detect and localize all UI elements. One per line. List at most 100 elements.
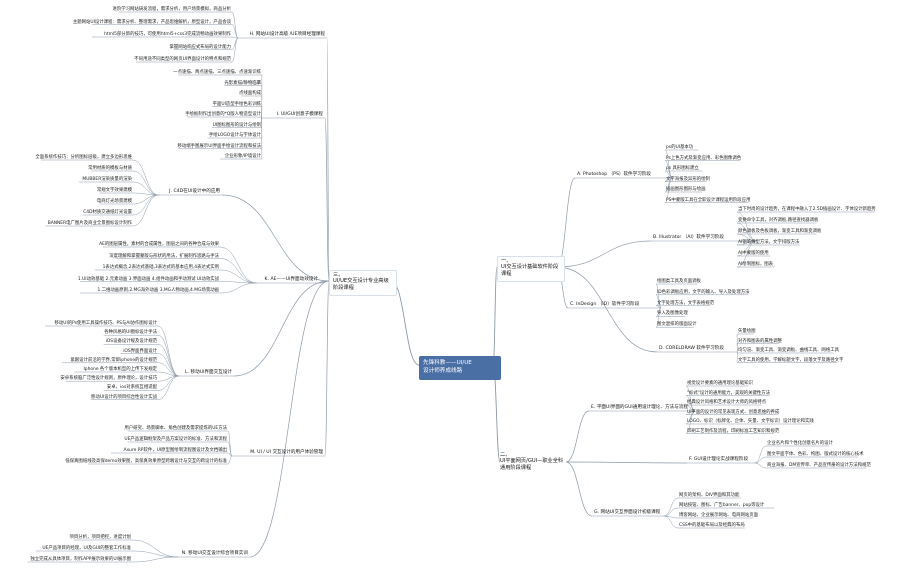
leaf-i-4[interactable]: 平面UI造型手绘色彩训练 [212,101,261,107]
leaf-j-5[interactable]: 电商灯光场景建模 [96,199,132,204]
leaf-n-1[interactable]: 项目分析，项目把控，进度计划 [69,535,131,540]
leaf-b-6[interactable]: AI绘制图标，图表 [738,262,774,267]
leaf-a-4[interactable]: 文字海报及异形的绘制 [666,176,710,182]
leaf-e-4[interactable]: UI平面的设计的常见表现方式、创意思维的养成 [687,409,780,415]
leaf-i-3[interactable]: 点线面构成 [239,91,261,96]
leaf-h-5[interactable]: 不同用途不同类型的网页UI界面设计的特点和规范 [134,57,231,62]
leaf-f-3[interactable]: 商业海报、DM宣传单、产品宣传册的设计方法和规范 [767,463,871,468]
leaf-k-2[interactable]: 深度理解和掌握蒙版与形状的用法，扩展制作思路与手法 [109,253,219,259]
leaf-a-2[interactable]: Ps上色方式及渐变应用、彩色图像调色 [666,155,742,161]
topic-stage-one[interactable]: 一、 UI交互设计基础软件阶段课程 [497,256,565,282]
branch-f[interactable]: F. GUI设计理论实战课程阶段 [689,457,749,462]
leaf-k-4[interactable]: 1.UI动效基础 2.元素动画 3.界面动画 4.组件动画和手动测试 UI动效实… [77,276,219,282]
branch-k[interactable]: K. AE——UI界面动效设计 [264,277,318,282]
leaf-l-3[interactable]: iOS设备设计规及设计规范 [105,339,157,345]
leaf-k-5[interactable]: 1.二维动画原则,2.MG海外动画 3.MG人物动画,4.MG场景动画 [97,288,219,293]
leaf-j-6[interactable]: C4D材质交通纸灯光设置 [83,210,132,215]
topic-stage-one-num: 一、 [501,258,512,264]
leaf-d-1[interactable]: 矢量绘图 [738,329,756,334]
leaf-f-2[interactable]: 图文平面字体、色彩、构图、版式设计的核心技术 [767,452,864,457]
leaf-d-2[interactable]: 对齐和图表的属性调整 [738,338,782,344]
leaf-d-4[interactable]: 文字工具的使用，学解标题文字，段落文字及路径文字 [738,357,844,363]
leaf-c-3[interactable]: 文字处理方法，文字表格规范 [657,300,715,306]
leaf-e-6[interactable]: 印刷工艺制作及流程，印刷标准工艺知识和规范 [687,428,780,434]
branch-a[interactable]: A. Photoshop （PS）软件学习阶段 [577,172,652,177]
branch-n[interactable]: N. 移动UI交互设计综合项目实训 [181,551,248,556]
leaf-a-5[interactable]: 插画图形图形与绘画 [666,187,706,192]
leaf-e-5[interactable]: LOGO、标识（标牌化、企体、矢量、文字标识）设计理论和实践 [687,419,814,424]
leaf-l-1[interactable]: 移动UI的Ps使用工具操作技巧、PS与AI协作图标设计 [54,321,157,326]
leaf-g-3[interactable]: 博客网站、企业展示网站、电商网站页面 [679,513,759,518]
leaf-a-6[interactable]: PS中蒙版工具在全职设计课程运用阶段应用 [666,197,751,203]
leaf-n-3[interactable]: 独立完成从具体项目，制作APP展示效果的UI展示图 [30,557,131,562]
leaf-g-1[interactable]: 网页的架构、DIV界面和其功能 [679,493,740,498]
leaf-l-9[interactable]: 移动UI设计的项目综合性设计实战 [91,394,157,400]
leaf-i-1[interactable]: 一点速描、两点速描、三点速描、点速渐识练 [173,70,261,75]
leaf-a-1[interactable]: ps的UI基本功 [666,145,694,150]
leaf-d-3[interactable]: 均匀渲、渐变工具、渐变调板、曲线工具、网格工具 [738,348,839,353]
leaf-b-1[interactable]: 当下时尚的设计趋势，在课程中融入了2.5D插画设计、字体设计新趋势 [738,207,876,212]
leaf-c-2[interactable]: ID色彩调板应用，文字的输入、导入及处理方法 [657,289,750,295]
leaf-l-6[interactable]: Iphone 各个版本机型的上传下发规定 [83,367,157,372]
leaf-i-7[interactable]: 手绘LOGO设计与字体设计 [208,133,261,138]
branch-m[interactable]: M. UI / UI 交互设计的用户体验管理 [250,450,323,455]
leaf-l-8[interactable]: 安卓，ios对系统互相适配 [106,385,157,391]
branch-e[interactable]: E. 平面UI界面的GUI通用设计理论、方法与流程 [591,405,688,410]
leaf-j-4[interactable]: 常规文字效果建模 [96,188,132,193]
branch-j[interactable]: J. C4D在UI设计中的应用 [169,189,220,194]
leaf-j-3[interactable]: MUBBER渲染质量的渲染 [82,177,132,182]
topic-stage-two-label: UI平面网页/GUI—职业全科通用阶段课程 [500,458,564,471]
leaf-i-5[interactable]: 手绘板制作出创意的*Q版人物造型设计 [185,112,261,117]
leaf-h-4[interactable]: 掌握网站响应式布局的设计能力 [169,44,231,50]
leaf-h-3[interactable]: html5部分新的技巧，可使用html5+css3完成流畅动画效果制作 [104,32,231,37]
leaf-m-4[interactable]: 低保真图纸线及高保demo效果图，高保真效果原型跨端设计与交互的跨设计的标准 [65,459,227,464]
branch-g[interactable]: G. 网站UI交互界面设计初级课程 [594,510,661,515]
leaf-j-1[interactable]: 全面系统作技巧：分析图标层级，建立多边形思维 [35,155,132,160]
leaf-h-2[interactable]: 主题网站UI设计课程：需求分析、整理需求，产品思维解析，原型设计，产品会谈 [72,19,231,25]
leaf-l-4[interactable]: iOS界面界面设计 [123,348,157,354]
leaf-j-2[interactable]: 常用材质的模板与材质 [88,166,132,171]
topic-stage-three-label: UI/UE交互设计专业高级阶段课程 [333,278,389,291]
leaf-k-3[interactable]: 1表达式概念,2表达式基础,3表达式的基本应用,4表达式实例 [102,265,219,270]
branch-i[interactable]: I. UI/GUI创意子模课程 [276,112,323,117]
leaf-i-9[interactable]: 企业形象/IP墙设计 [224,154,261,159]
branch-b[interactable]: B. Illustrator （AI）软件学习阶段 [653,235,724,240]
topic-stage-one-label: UI交互设计基础软件阶段课程 [501,264,559,277]
branch-h[interactable]: H. 网站UI设计高级 /UE项目经理课程 [249,32,325,37]
leaf-c-4[interactable]: 导入及图像处理 [657,311,688,317]
leaf-a-3[interactable]: ps 具形图标建立 [666,166,699,171]
leaf-e-1[interactable]: 视觉设计要素的通用理论基础知识 [687,381,753,386]
leaf-k-1[interactable]: AE的图层属性，素材的合成属性，图层之间的各种合成与效果 [99,242,219,247]
leaf-g-4[interactable]: CSS中的基础布局以及经典的布局 [679,523,745,528]
branch-l[interactable]: L. 移动UI界面交互设计 [185,370,232,375]
branch-d[interactable]: D. CORELDRAW 软件学习阶段 [659,346,724,351]
leaf-i-2[interactable]: 光影素描/静物临摹 [224,80,261,86]
leaf-i-8[interactable]: 移动端手图展示UI界面手绘设计流程和技法 [177,143,261,149]
leaf-c-1[interactable]: 绘图类工具及页面调板 [657,279,701,284]
leaf-c-5[interactable]: 图文混排的版面设计 [657,322,697,328]
leaf-g-2[interactable]: 网站按钮、图标、广告banner、pop等设计 [679,503,765,508]
leaf-e-3[interactable]: 经典设计风格和艺术设计大师的风格特点 [687,400,767,405]
leaf-m-1[interactable]: 用户研究、场景脚本、角色创建及需求提炼的UE方法 [124,426,227,431]
leaf-m-2[interactable]: UE产品逻辑框架及产品方案设计的标准、方法和流程 [124,437,227,442]
topic-stage-two-num: 二、 [500,452,511,458]
leaf-e-2[interactable]: "标式"设计的通用能力，美观的关键性方法 [687,390,771,396]
leaf-i-6[interactable]: UI图标图形的设计与绘制 [212,122,261,128]
leaf-f-1[interactable]: 企业名片和个性化创意名片的设计 [767,441,833,446]
leaf-l-7[interactable]: 安卓系统脑广泛性设计规则，原件理论，设计技巧 [60,376,157,382]
leaf-h-1[interactable]: 进阶学习网站研发流程，需求分析，用户场景模拟，商品分析 [112,7,231,12]
leaf-n-2[interactable]: UE产品项目的经理，UI及GUI的整套工作标准 [42,546,131,551]
central-topic[interactable]: 先锋科教——UI/UE 设计师养成线路 [419,356,501,380]
leaf-b-2[interactable]: 变换命令工具，对齐调板,路径查找器调板 [738,218,819,223]
branch-c[interactable]: C. InDesign （ID）软件学习阶段 [570,302,640,307]
leaf-b-3[interactable]: 颜色调板及色板调板，渐变工具和渐变调板 [738,229,822,234]
leaf-b-4[interactable]: AI钢笔线型方法，文字排版方法 [738,240,800,245]
topic-stage-two[interactable]: 二、 UI平面网页/GUI—职业全科通用阶段课程 [500,452,566,472]
leaf-l-5[interactable]: 紧跟设计前沿的学界,常即iphone的设计规范 [70,357,157,363]
leaf-l-2[interactable]: 各种风格的UI图标设计手法 [104,330,157,336]
leaf-m-3[interactable]: Axure RP软件，UI原型图绘制流程图设计及文档输出 [123,448,227,453]
leaf-b-5[interactable]: AI中蒙版的使用 [738,251,769,256]
topic-stage-three[interactable]: 三、 UI/UE交互设计专业高级阶段课程 [329,270,397,296]
leaf-j-7[interactable]: BANNER电广图片及商业全景图标设计制作 [47,221,132,226]
